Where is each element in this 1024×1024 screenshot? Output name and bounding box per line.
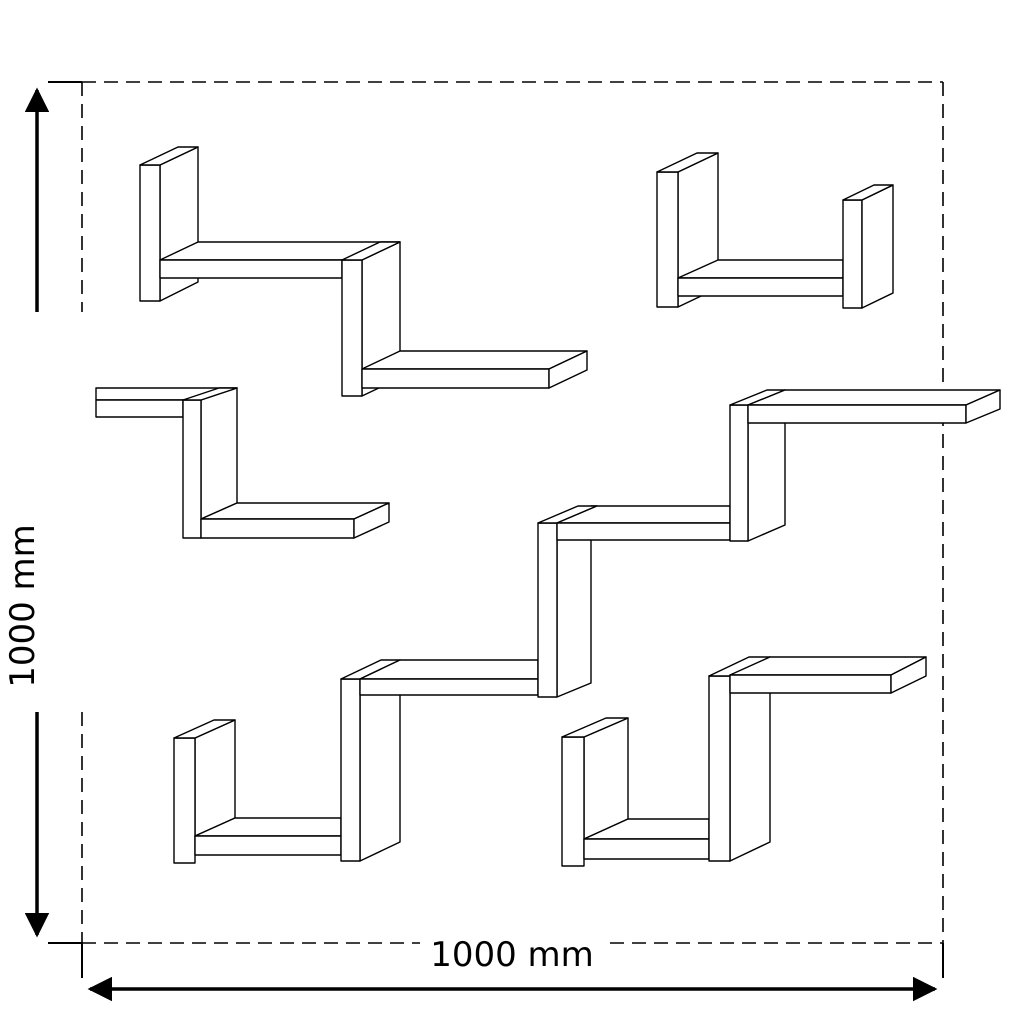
shelf-unit-staircase (173, 389, 1001, 864)
shelf-unit-bottom-right (561, 656, 927, 867)
height-dimension (24, 81, 82, 944)
wall-boundary (81, 81, 944, 944)
width-label: 1000 mm (430, 935, 594, 975)
height-label: 1000 mm (3, 524, 43, 688)
width-dimension (81, 943, 944, 1002)
shelf-unit-middle-left (95, 387, 390, 539)
shelf-unit-top-left (139, 146, 588, 397)
shelf-unit-top-right (656, 152, 894, 309)
